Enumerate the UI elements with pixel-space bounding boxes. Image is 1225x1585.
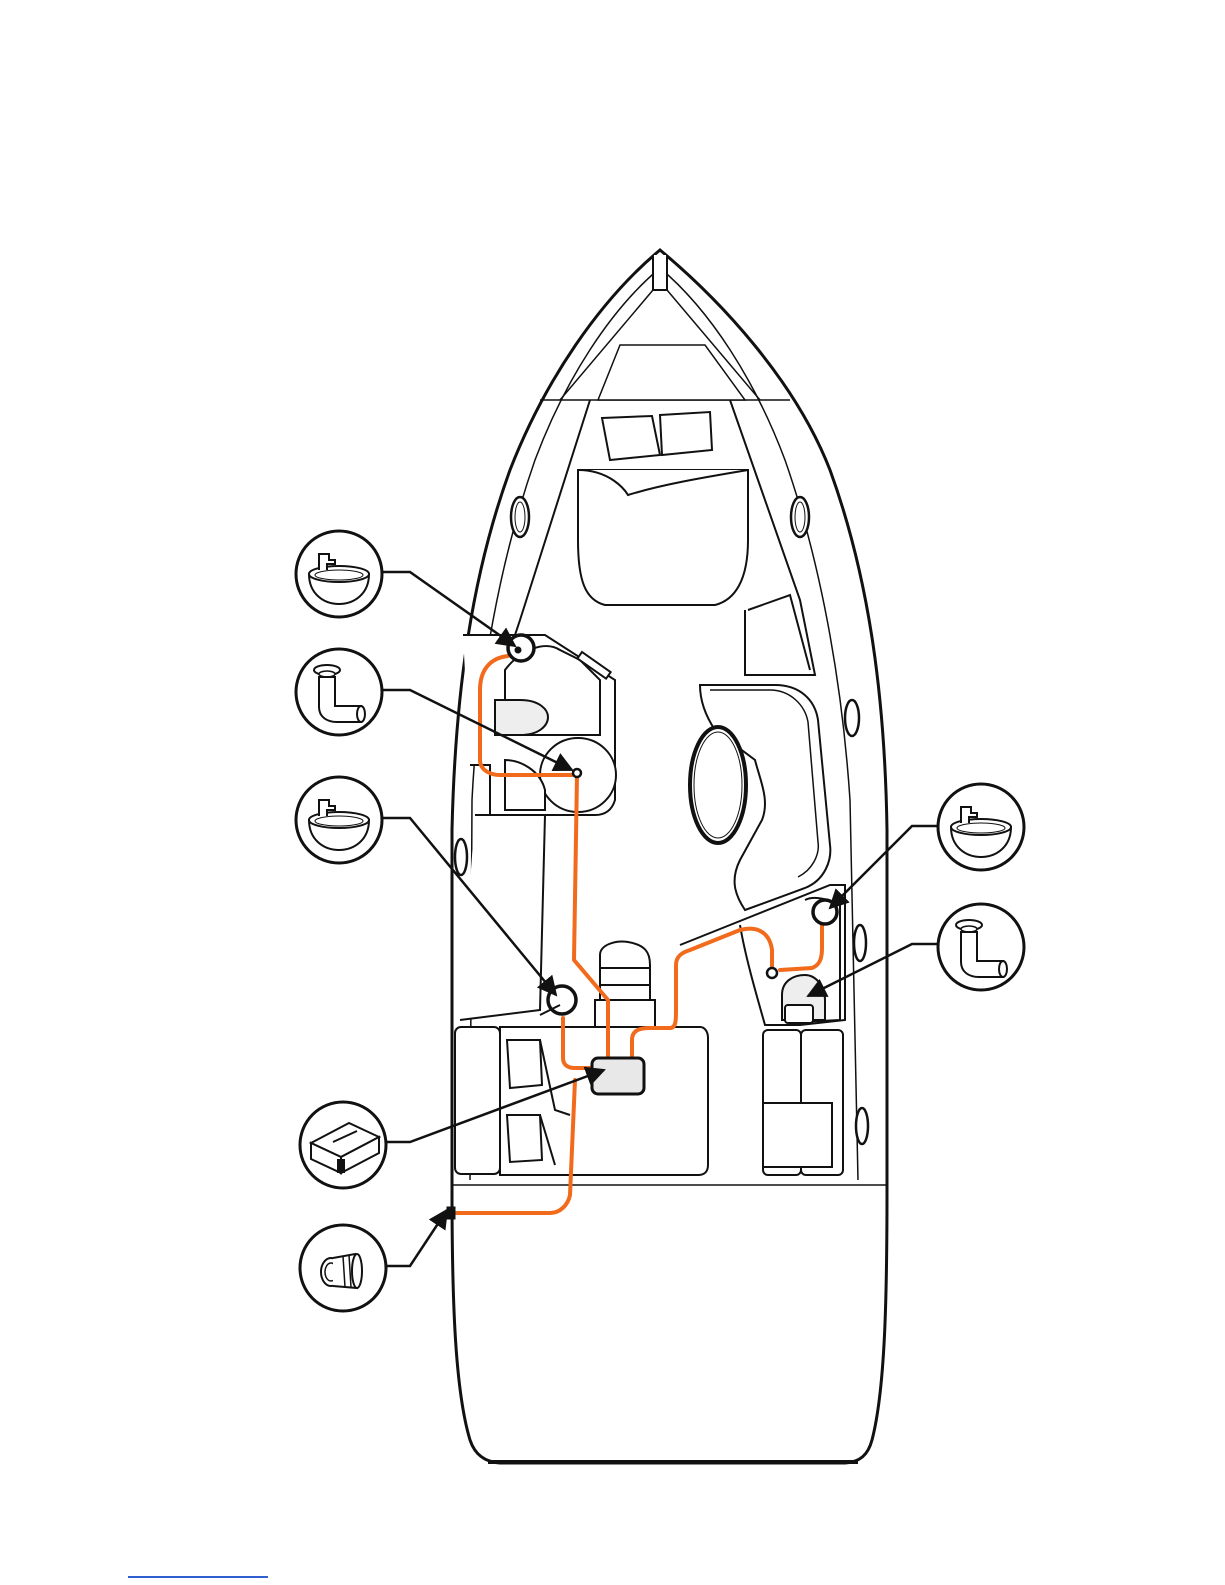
grey-water-sump-box — [592, 1058, 644, 1094]
pillow-right — [660, 412, 712, 455]
sink-icon — [296, 531, 382, 617]
seating-area — [455, 1027, 843, 1175]
bow-cleat — [653, 255, 667, 290]
overboard-fitting — [447, 1207, 455, 1219]
companionway-stairs — [600, 942, 650, 1000]
leader-discharge — [386, 1210, 447, 1266]
shower-drain — [573, 769, 581, 777]
porthole — [854, 925, 866, 961]
forward-sink-drain — [508, 635, 534, 661]
sink-icon — [296, 777, 382, 863]
bottom-link-underline — [128, 1576, 268, 1578]
porthole — [856, 1108, 868, 1144]
cushion-pillow — [507, 1040, 542, 1088]
port-cushion-outer — [455, 1027, 500, 1174]
cushion-pillow — [507, 1115, 542, 1162]
porthole — [795, 502, 805, 532]
porthole — [845, 700, 859, 736]
porthole — [515, 502, 525, 532]
galley-drain — [767, 968, 777, 978]
mattress — [578, 470, 748, 605]
thru-hull-fitting-icon — [938, 904, 1024, 990]
starboard-toilet-seat — [785, 1005, 813, 1023]
sink-icon — [938, 784, 1024, 870]
port-settee-wall — [460, 815, 545, 1020]
sump-box-icon — [300, 1102, 386, 1188]
starboard-locker — [763, 1103, 832, 1167]
pillow-left — [602, 416, 660, 460]
toilet-bowl — [495, 700, 548, 735]
forward-sink-drain-center — [515, 647, 521, 653]
porthole — [455, 839, 467, 875]
stair-base — [595, 1000, 655, 1030]
thru-hull-fitting-icon — [296, 649, 382, 735]
helm-window-inner — [694, 732, 742, 838]
hull-fitting-icon — [300, 1225, 386, 1311]
